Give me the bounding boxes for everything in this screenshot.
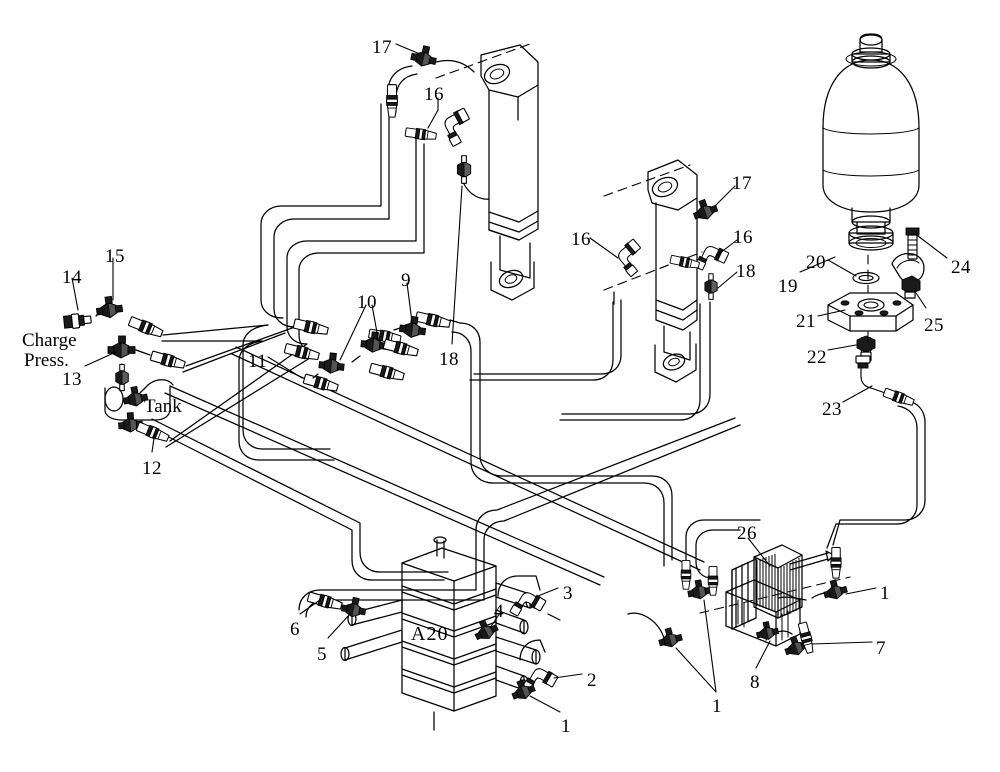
callout-7: 7: [876, 638, 886, 659]
callout-17-left: 17: [372, 37, 392, 58]
hydraulic-cylinder-left: [435, 43, 539, 301]
callout-22-adapter: 22: [807, 347, 827, 368]
label-tank: Tank: [144, 396, 182, 417]
callout-26-cooler: 26: [737, 523, 757, 544]
callout-21-flange: 21: [796, 311, 816, 332]
callout-11: 11: [248, 351, 268, 372]
callout-5: 5: [317, 644, 327, 665]
hydraulic-cylinder-right: [603, 159, 703, 383]
callout-13: 13: [62, 369, 82, 390]
callout-25-clamp: 25: [924, 315, 944, 336]
label-charge-press-line1: Charge: [22, 330, 77, 351]
cylinder-right-fittings: [612, 196, 730, 305]
callout-15: 15: [105, 246, 125, 267]
callout-24-bolt: 24: [951, 257, 971, 278]
callout-17-right: 17: [732, 173, 752, 194]
callout-16-right-a: 16: [571, 229, 591, 250]
left-fitting-group: [62, 294, 319, 448]
label-charge-press-line2: Press.: [24, 350, 69, 371]
elbow-23: [855, 355, 916, 408]
callout-19-accumulator: 19: [778, 276, 798, 297]
callout-23-elbow: 23: [822, 399, 842, 420]
leader-lines: [71, 43, 948, 713]
hydraulic-cooler-26: [699, 544, 851, 647]
hose-routing: [238, 103, 425, 461]
callout-8: 8: [750, 672, 760, 693]
callout-3: 3: [563, 583, 573, 604]
callout-20-oring: 20: [806, 252, 826, 273]
clamp-25: [891, 252, 925, 299]
label-manifold-a20: A20: [411, 623, 449, 645]
callout-6: 6: [290, 619, 300, 640]
cylinder-left-fittings: [386, 43, 490, 200]
callout-1-bottom-left: 1: [561, 716, 571, 737]
callout-2: 2: [587, 670, 597, 691]
callout-18-right: 18: [736, 261, 756, 282]
callout-18-left: 18: [439, 349, 459, 370]
center-fitting-cluster: [283, 310, 461, 395]
callout-4: 4: [494, 601, 504, 622]
callout-14: 14: [62, 267, 82, 288]
callout-1-right: 1: [880, 583, 890, 604]
callout-9: 9: [401, 270, 411, 291]
callout-16-left: 16: [424, 84, 444, 105]
callout-1-cooler: 1: [712, 696, 722, 717]
accumulator-bladder: [822, 33, 920, 251]
callout-16-right-b: 16: [733, 227, 753, 248]
flange-21: [827, 292, 914, 332]
o-ring-20: [852, 271, 880, 285]
callout-10: 10: [357, 292, 377, 313]
callout-12: 12: [142, 458, 162, 479]
